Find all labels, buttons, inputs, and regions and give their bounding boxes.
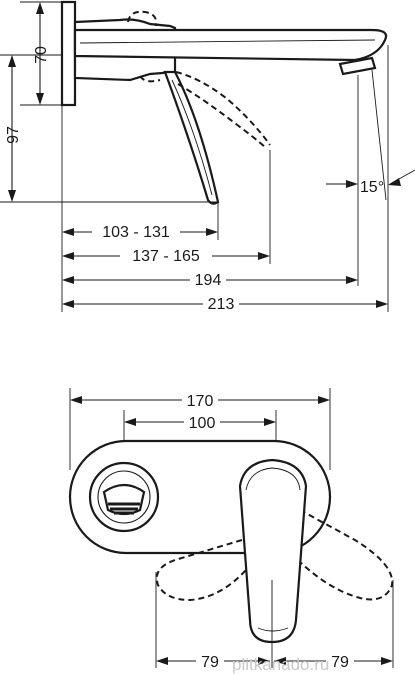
spout-inner-line	[79, 39, 376, 44]
spout-outlet-inner	[97, 470, 151, 524]
lever-front-edge	[257, 627, 289, 632]
label-213: 213	[208, 296, 235, 313]
lever-front	[238, 458, 308, 644]
label-103-131: 103 - 131	[102, 224, 170, 241]
arrow-15-right	[388, 178, 401, 186]
arrow-79r-l	[274, 657, 286, 665]
label-137-bg	[120, 246, 212, 264]
label-97: 97	[5, 126, 22, 144]
label-194-bg	[190, 270, 226, 288]
front-view: 170 100 79 79	[68, 388, 394, 671]
label-170-bg	[182, 390, 218, 408]
watermark: plitkanado.ru	[232, 655, 329, 674]
arrow-103-r	[206, 228, 218, 236]
arrow-137-r	[258, 252, 270, 260]
arrow-137-l	[62, 252, 74, 260]
label-100-bg	[184, 412, 220, 430]
label-79-left-bg	[196, 651, 224, 669]
aerator-grill	[108, 502, 140, 515]
arrow-70-top	[36, 2, 44, 14]
label-103-bg	[92, 222, 180, 240]
arrow-15-left	[346, 180, 358, 188]
arrow-194-r	[346, 276, 358, 284]
arrow-79l-r	[258, 657, 270, 665]
arrow-97-bottom	[8, 190, 16, 202]
label-100: 100	[189, 415, 216, 432]
handle-top-dashed	[127, 10, 158, 27]
lever-open-dashed-2	[177, 83, 267, 149]
arrow-170-l	[70, 396, 82, 404]
aerator	[338, 56, 377, 76]
arrow-194-l	[62, 276, 74, 284]
label-15-deg: 15°	[360, 179, 384, 196]
lower-body-dashed	[139, 75, 161, 83]
arrow-97-top	[8, 55, 16, 67]
angle-ref-vertical	[371, 69, 387, 201]
lever-open-dashed	[175, 71, 271, 146]
label-79-right: 79	[331, 654, 349, 671]
spout	[73, 28, 388, 62]
label-213-bg	[203, 294, 239, 312]
lever-front-inner	[245, 467, 301, 491]
arrow-70-bottom	[36, 93, 44, 105]
label-70: 70	[33, 46, 50, 64]
lever-left-dashed	[155, 539, 247, 602]
label-170: 170	[187, 393, 214, 410]
label-137-165: 137 - 165	[132, 248, 200, 265]
arrow-79l-l	[156, 657, 168, 665]
arrow-100-r	[264, 418, 276, 426]
label-79-left: 79	[201, 654, 219, 671]
label-79-right-bg	[326, 651, 354, 669]
side-view: 70 97 103 - 131 137 - 165 194 213	[0, 0, 415, 313]
arrow-103-l	[62, 228, 74, 236]
label-194: 194	[195, 272, 222, 289]
lever-right-dashed	[299, 509, 394, 601]
arrow-79r-r	[381, 657, 393, 665]
lever-shadow	[171, 79, 213, 196]
arrow-213-r	[376, 300, 388, 308]
lever	[163, 70, 220, 205]
arrow-170-r	[318, 396, 330, 404]
wall-plate	[60, 0, 77, 107]
arrow-213-l	[62, 300, 74, 308]
arrow-100-l	[124, 418, 136, 426]
